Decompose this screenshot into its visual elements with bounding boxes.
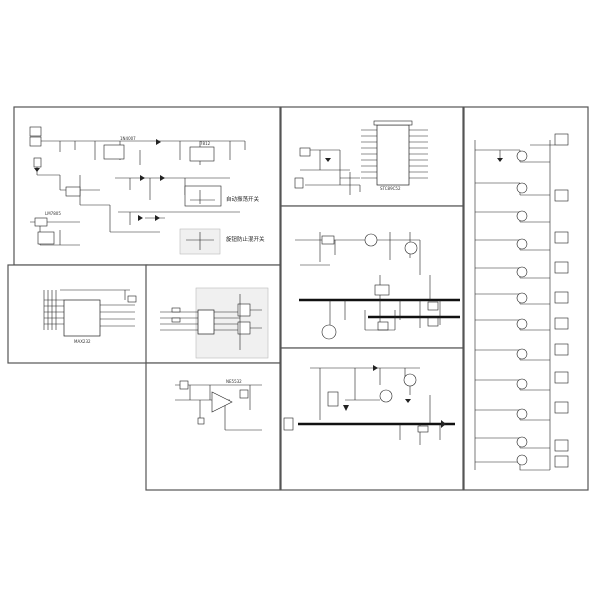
mcu-circuit: STC89C52 [294, 120, 428, 195]
mcu-chip [376, 124, 410, 186]
svg-text:LM7805: LM7805 [45, 211, 61, 216]
caption-auto-oscillation-switch: 自动振荡开关 [226, 195, 260, 203]
serial-chip [63, 299, 101, 337]
serial-interface-circuit: MAX232 [43, 289, 137, 344]
channel-stage [475, 133, 569, 163]
relay-driver-circuit [160, 287, 269, 359]
panel-motor-driver [280, 205, 464, 349]
svg-text:NE5532: NE5532 [226, 379, 242, 384]
svg-text:1N4007: 1N4007 [120, 136, 136, 141]
svg-text:STC89C52: STC89C52 [380, 186, 401, 191]
svg-text:7812: 7812 [200, 141, 211, 146]
opamp [211, 391, 233, 413]
output-channels-circuit [474, 133, 569, 471]
power-switch-circuit [283, 365, 455, 445]
power-supply-circuit: LM7805 1N4007 7812 自动振荡开关 旋钮防止混开关 [29, 126, 265, 255]
motor-driver-circuit [295, 232, 460, 340]
panel-mcu [280, 106, 464, 207]
panel-power-switch [280, 347, 464, 491]
relay-driver-chip [197, 309, 215, 335]
svg-text:MAX232: MAX232 [74, 339, 91, 344]
panel-amplifier [145, 362, 281, 491]
caption-knob-switch: 旋钮防止混开关 [226, 235, 265, 243]
panel-power-supply [13, 106, 281, 266]
amplifier-circuit: NE5532 [175, 379, 262, 431]
